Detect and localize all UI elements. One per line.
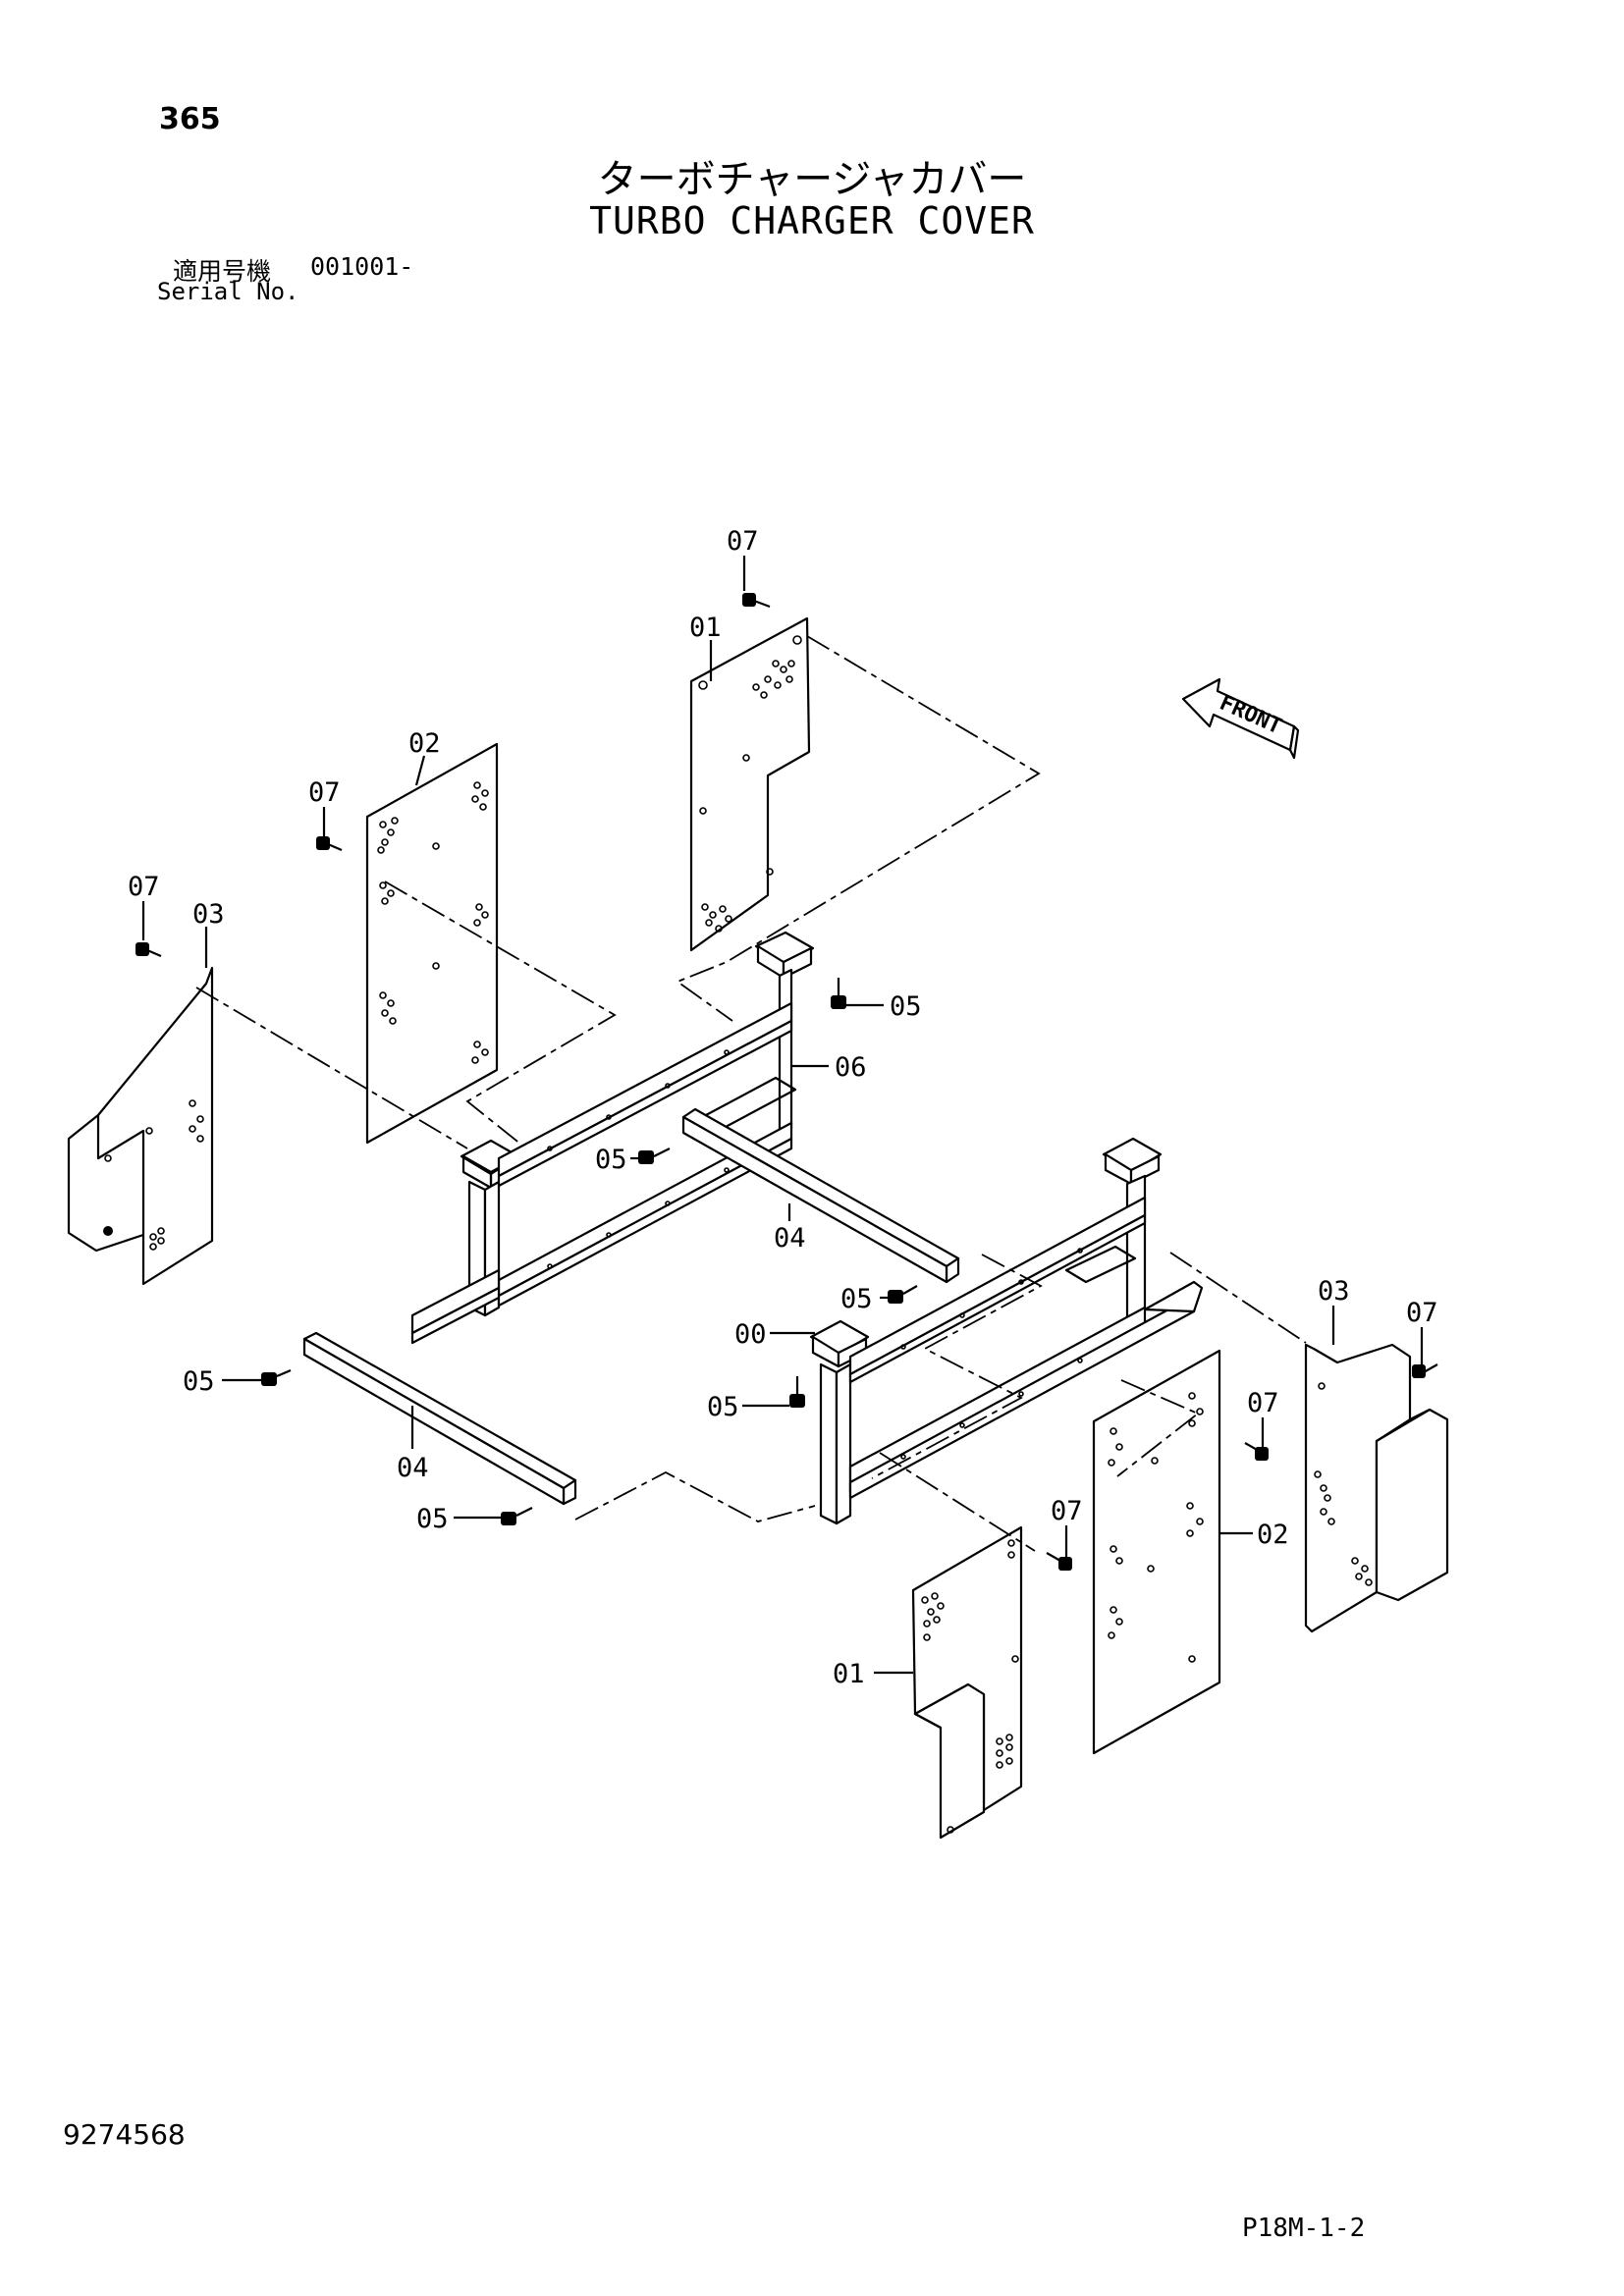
- callout-07-right-a: 07: [1406, 1298, 1438, 1328]
- callout-05-bottom: 05: [416, 1504, 449, 1534]
- bolt-05-mid-icon: [638, 1148, 671, 1164]
- callout-03-left: 03: [192, 899, 225, 930]
- callout-07-right-b: 07: [1247, 1388, 1279, 1418]
- serial-label-english: Serial No.: [157, 278, 299, 305]
- callout-07-top: 07: [727, 526, 759, 557]
- callout-04-bottom: 04: [397, 1453, 429, 1483]
- bolt-07-right-b-icon: [1244, 1442, 1269, 1461]
- page-code: P18M-1-2: [1242, 2214, 1366, 2243]
- serial-number-value: 001001-: [310, 252, 414, 281]
- bolt-05-mid-c-icon: [789, 1376, 805, 1408]
- part-01-lower-cover: [911, 1525, 1023, 1840]
- page-title-japanese: ターボチャージャカバー: [597, 157, 1027, 202]
- serial-label-japanese: 適用号機: [173, 257, 272, 286]
- bolt-05-bottom-icon: [501, 1507, 533, 1525]
- part-03-left-bracket: [67, 966, 214, 1286]
- callout-07-bottom: 07: [1051, 1496, 1083, 1526]
- part-03-right-bracket: [1304, 1343, 1449, 1633]
- part-04-lower-bar: [302, 1331, 577, 1506]
- bolt-05-right-top-icon: [831, 978, 846, 1009]
- callout-00: 00: [734, 1319, 767, 1350]
- bolt-05-left-icon: [261, 1368, 292, 1386]
- page-title-english: TURBO CHARGER COVER: [589, 199, 1035, 242]
- part-04-middle-bar: [681, 1107, 960, 1284]
- bolt-07-top-icon: [742, 593, 771, 609]
- bolt-07-left-b-icon: [135, 942, 162, 958]
- callout-05-mid-c: 05: [707, 1392, 739, 1422]
- callout-07-left-b: 07: [128, 872, 160, 902]
- callout-07-left-a: 07: [308, 777, 341, 808]
- page-number: 365: [159, 102, 221, 136]
- bolt-07-left-a-icon: [316, 836, 343, 852]
- callout-02-right: 02: [1257, 1520, 1289, 1550]
- callout-02-left: 02: [408, 728, 441, 759]
- bolt-07-bottom-icon: [1046, 1552, 1072, 1571]
- front-arrow-icon: FRONT: [1181, 677, 1300, 760]
- part-02-left-cover: [365, 742, 499, 1145]
- callout-03-right: 03: [1318, 1276, 1350, 1307]
- document-number: 9274568: [63, 2118, 186, 2151]
- part-01-upper-cover: [689, 616, 811, 952]
- callout-05-right-top: 05: [890, 991, 922, 1022]
- part-06-frame: [410, 931, 815, 1345]
- callout-04-mid: 04: [774, 1223, 806, 1254]
- callout-05-mid: 05: [595, 1145, 627, 1175]
- part-02-right-cover: [1092, 1349, 1221, 1755]
- callout-01-top: 01: [689, 613, 722, 643]
- bolt-05-mid-b-icon: [888, 1285, 918, 1304]
- callout-05-left: 05: [183, 1366, 215, 1397]
- bolt-07-right-a-icon: [1412, 1363, 1438, 1378]
- callout-01-bottom: 01: [833, 1659, 865, 1689]
- callout-06: 06: [835, 1052, 867, 1083]
- callout-05-mid-b: 05: [840, 1284, 873, 1314]
- part-00-rear-frame: [809, 1137, 1204, 1525]
